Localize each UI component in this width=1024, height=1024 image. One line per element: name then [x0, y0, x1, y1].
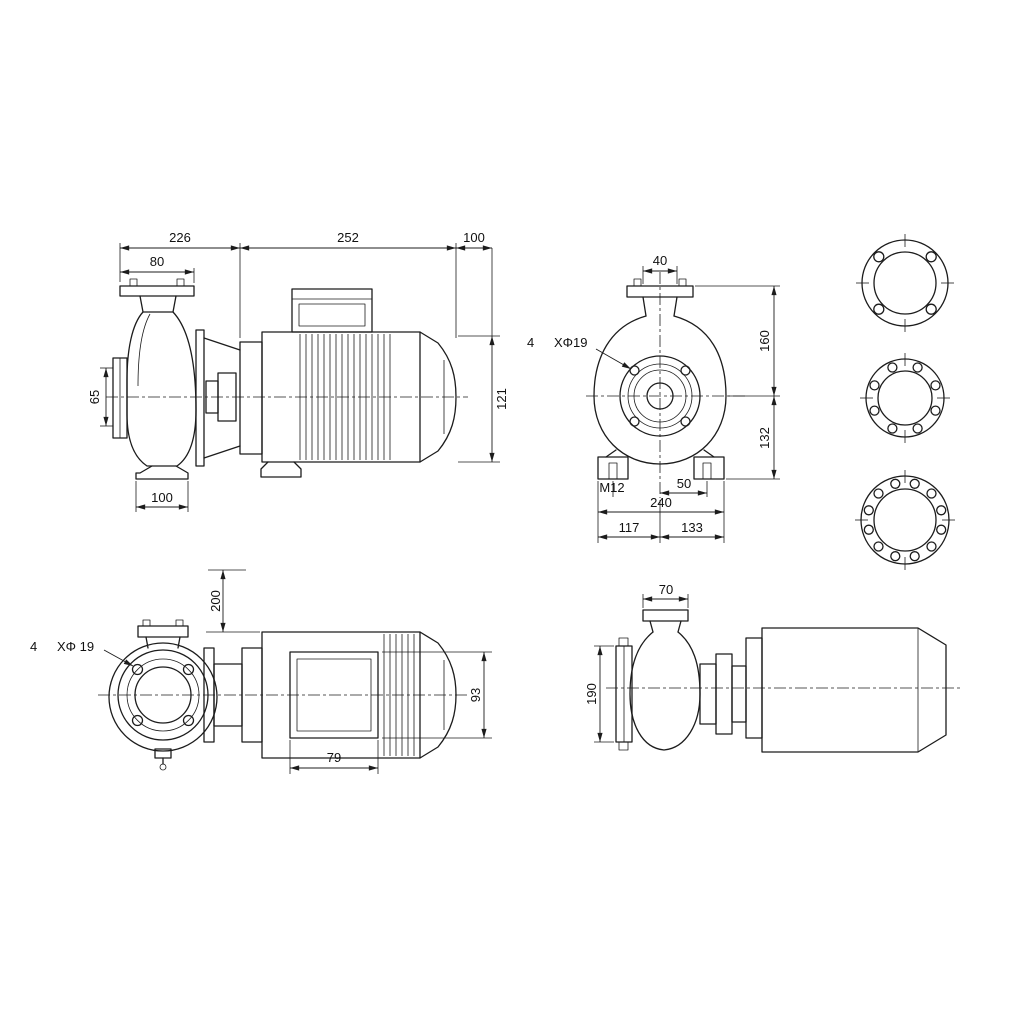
bolt-spec-label: XΦ19 — [554, 335, 588, 350]
dim-100-foot: 100 — [151, 490, 173, 505]
fan-cover — [419, 331, 457, 463]
dim-190: 190 — [584, 683, 599, 705]
discharge-flange-end — [642, 609, 689, 622]
flange-pattern-12-hole — [855, 470, 955, 570]
terminal-box — [291, 288, 373, 333]
dim-132: 132 — [757, 427, 772, 449]
dim-65: 65 — [87, 390, 102, 404]
dim-93: 93 — [468, 688, 483, 702]
pump-foot — [135, 465, 189, 480]
dim-117: 117 — [619, 520, 640, 535]
suction-bolt-holes-plan — [131, 663, 195, 727]
dim-240: 240 — [650, 495, 672, 510]
dim-50: 50 — [677, 476, 691, 491]
dim-133: 133 — [681, 520, 703, 535]
dim-79: 79 — [327, 750, 341, 765]
flange-pattern-8-hole — [860, 353, 950, 443]
flange-bolt-holes — [629, 365, 691, 427]
dim-80: 80 — [150, 254, 164, 269]
bolt-count-label-plan: 4 — [30, 639, 37, 654]
view-side-elevation: 226 252 100 80 65 121 100 — [87, 230, 509, 512]
dim-200: 200 — [208, 590, 223, 612]
dim-100-clearance: 100 — [463, 230, 485, 245]
dim-m12: M12 — [599, 480, 624, 495]
volute-plan — [108, 642, 218, 752]
dim-160: 160 — [757, 330, 772, 352]
bolt-spec-label-plan: XΦ 19 — [57, 639, 94, 654]
discharge-flange-plan — [137, 625, 189, 638]
bolt-count-label: 4 — [527, 335, 534, 350]
view-front: 40 4 XΦ19 160 132 M12 50 240 117 133 — [527, 253, 780, 543]
view-end: 70 190 — [584, 582, 960, 753]
bolt-leader — [595, 348, 632, 370]
dim-40: 40 — [653, 253, 667, 268]
dim-121: 121 — [494, 388, 509, 410]
motor-foot — [260, 461, 302, 478]
flange-pattern-4-hole — [856, 234, 954, 332]
discharge-flange — [119, 285, 195, 297]
dim-70: 70 — [659, 582, 673, 597]
dim-252: 252 — [337, 230, 359, 245]
view-plan: 200 4 XΦ 19 — [30, 569, 492, 774]
dim-226: 226 — [169, 230, 191, 245]
bolt-leader-plan — [103, 649, 134, 667]
